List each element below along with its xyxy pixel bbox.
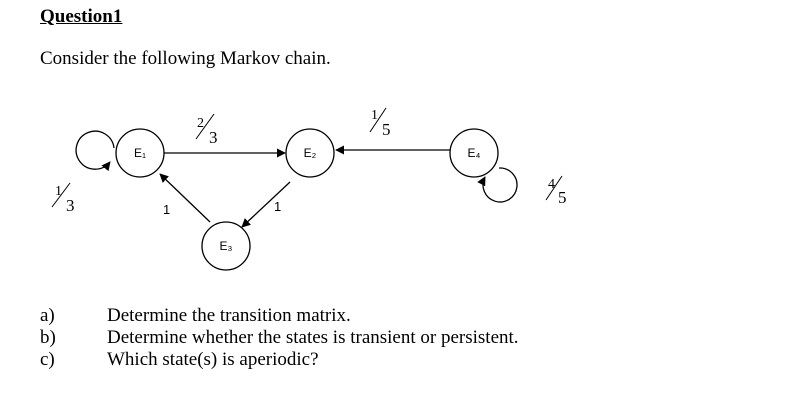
- label-e3-e1-prob: 1: [163, 202, 170, 217]
- label-e1-e2-den: 3: [209, 128, 218, 147]
- intro-text: Consider the following Markov chain.: [40, 48, 331, 69]
- state-e2-label: E₂: [304, 146, 317, 160]
- label-e1-e2-prob: 2 3: [195, 113, 218, 147]
- state-e4: E₄: [449, 128, 499, 178]
- label-e1-self-den: 3: [66, 196, 75, 215]
- question-text: Determine the transition matrix.: [107, 305, 351, 326]
- question-text: Determine whether the states is transien…: [107, 327, 519, 348]
- question-marker: c): [40, 349, 55, 370]
- edge-e2-e3: [241, 181, 291, 228]
- label-e1-e2-num: 2: [197, 116, 204, 131]
- label-e1-self-prob: 1 3: [51, 182, 75, 215]
- state-e1: E₁: [115, 128, 165, 178]
- state-e4-label: E₄: [468, 146, 481, 160]
- self-loop-e1: [75, 130, 115, 172]
- label-e4-e2-prob: 1 5: [369, 107, 391, 139]
- markov-chain-diagram: E₁ E₂ E₃ E₄ 1 3 2 3 1 1 1 5 4: [51, 107, 567, 271]
- label-e4-self-prob: 4 5: [545, 175, 567, 207]
- label-e4-self-num: 4: [548, 177, 555, 192]
- self-loop-e4: [477, 167, 518, 203]
- label-e4-e2-den: 5: [382, 120, 391, 139]
- label-e4-self-den: 5: [558, 188, 567, 207]
- edge-e3-e1: [159, 173, 211, 223]
- state-e3: E₃: [201, 221, 251, 271]
- state-e1-label: E₁: [134, 146, 146, 160]
- question-marker: a): [40, 305, 55, 326]
- label-e4-e2-num: 1: [371, 108, 378, 123]
- label-e2-e3-prob: 1: [274, 199, 281, 214]
- state-e2: E₂: [285, 128, 335, 178]
- question-title: Question1: [40, 6, 123, 27]
- label-e1-self-num: 1: [55, 184, 62, 199]
- state-e3-label: E₃: [220, 239, 233, 253]
- question-marker: b): [40, 327, 56, 348]
- question-text: Which state(s) is aperiodic?: [107, 349, 319, 370]
